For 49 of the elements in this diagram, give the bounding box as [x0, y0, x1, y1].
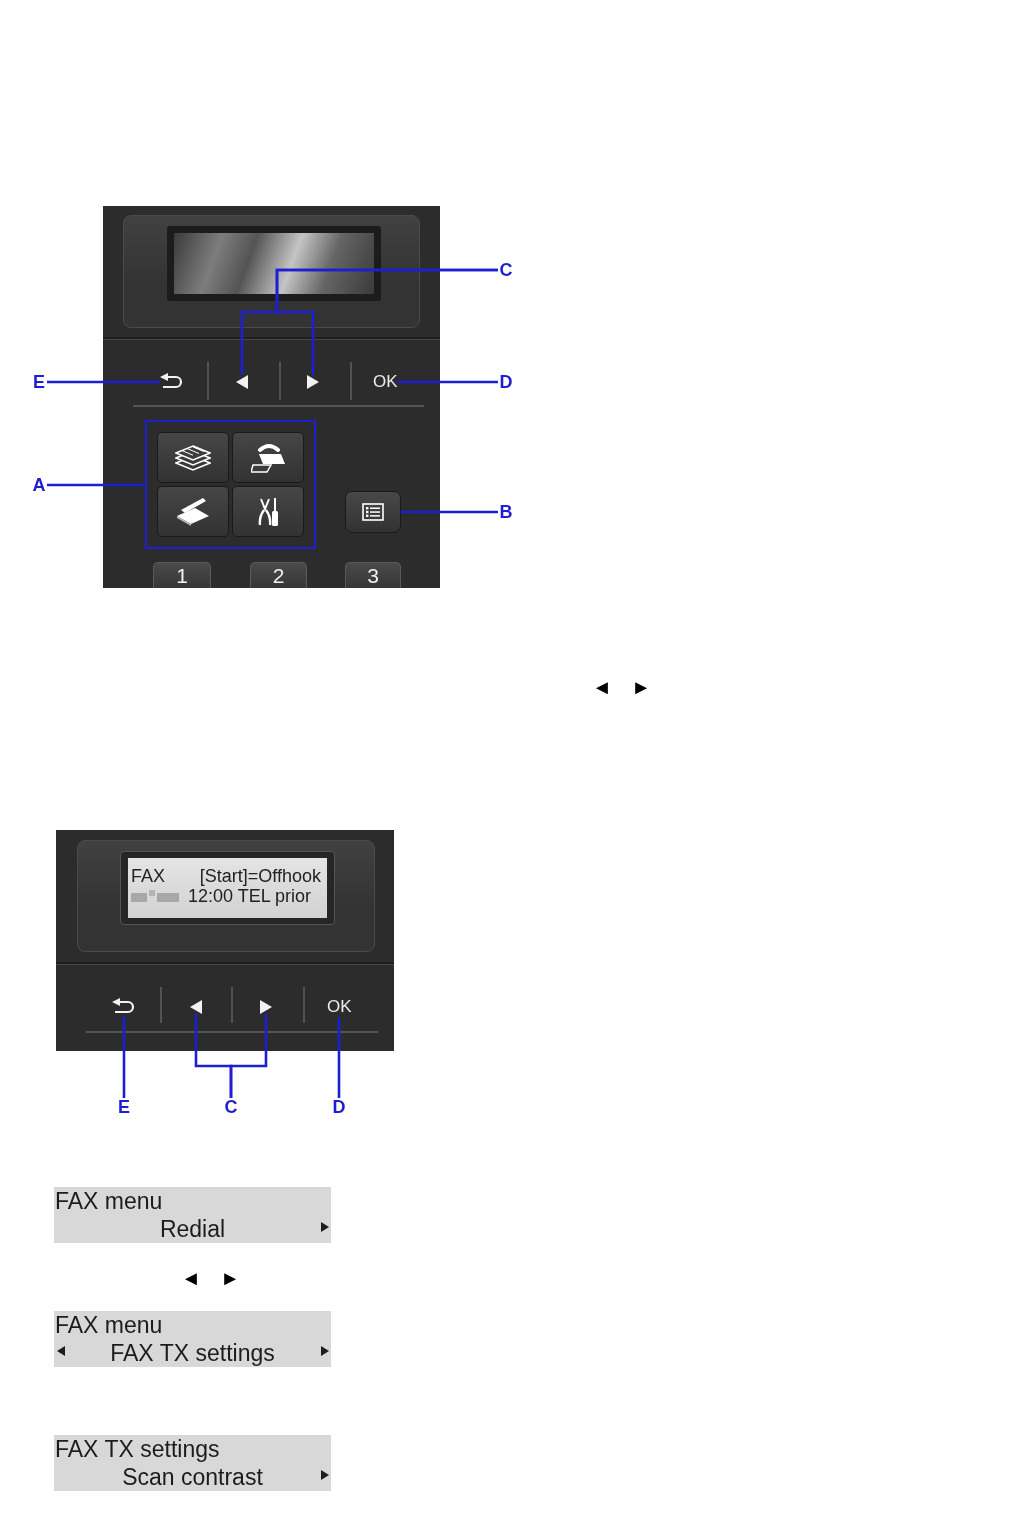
- mode-button: [157, 432, 229, 483]
- left-arrow-icon: [190, 1000, 202, 1014]
- mode-button: [157, 486, 229, 537]
- leader-line: [122, 1016, 126, 1098]
- screen-heading: FAX menu: [55, 1312, 163, 1338]
- leader-line: [337, 1017, 341, 1098]
- right-arrow-icon: [307, 375, 319, 389]
- arrow-symbols: ◄ ►: [181, 1266, 241, 1290]
- right-arrow-icon: [260, 1000, 272, 1014]
- screen-item: Scan contrast: [122, 1464, 263, 1490]
- leader-line: [47, 483, 145, 487]
- back-icon: [112, 998, 136, 1016]
- callout-letter: E: [116, 1098, 132, 1116]
- lcd-screen: [54, 1311, 331, 1367]
- leader-line: [229, 1014, 268, 1098]
- control-panel: [103, 206, 440, 588]
- menu-button: [345, 491, 401, 533]
- arrow-symbols: ◄ ►: [592, 675, 652, 699]
- left-arrow-icon: [236, 375, 248, 389]
- leader-line: [47, 380, 160, 384]
- mode-button: [232, 486, 304, 537]
- callout-letter: E: [31, 373, 47, 391]
- leader-line: [401, 510, 498, 514]
- callout-letter: B: [498, 503, 514, 521]
- screen-item: Redial: [159, 1216, 226, 1242]
- number-key: 2: [250, 562, 307, 588]
- callout-letter: C: [498, 261, 514, 279]
- leader-line: [397, 380, 498, 384]
- control-panel: [56, 830, 394, 1051]
- number-key: 1: [153, 562, 211, 588]
- screen-item: FAX TX settings: [110, 1340, 275, 1366]
- button-group-frame: [145, 420, 316, 549]
- screen-heading: FAX TX settings: [55, 1436, 220, 1462]
- back-icon: [160, 373, 184, 391]
- mode-button: [232, 432, 304, 483]
- lcd-screen: [54, 1435, 331, 1491]
- callout-letter: C: [223, 1098, 239, 1116]
- ok-label: OK: [373, 372, 398, 392]
- lcd-screen: [167, 226, 381, 301]
- ok-label: OK: [327, 997, 352, 1017]
- callout-letter: D: [331, 1098, 347, 1116]
- lcd-screen: [54, 1187, 331, 1243]
- number-key: 3: [345, 562, 401, 588]
- display-text: 12:00 TEL prior: [188, 886, 312, 906]
- display-text: FAX [Start]=Offhook: [131, 866, 321, 886]
- lcd-screen: [128, 858, 327, 918]
- callout-letter: A: [31, 476, 47, 494]
- screen-heading: FAX menu: [55, 1188, 163, 1214]
- callout-letter: D: [498, 373, 514, 391]
